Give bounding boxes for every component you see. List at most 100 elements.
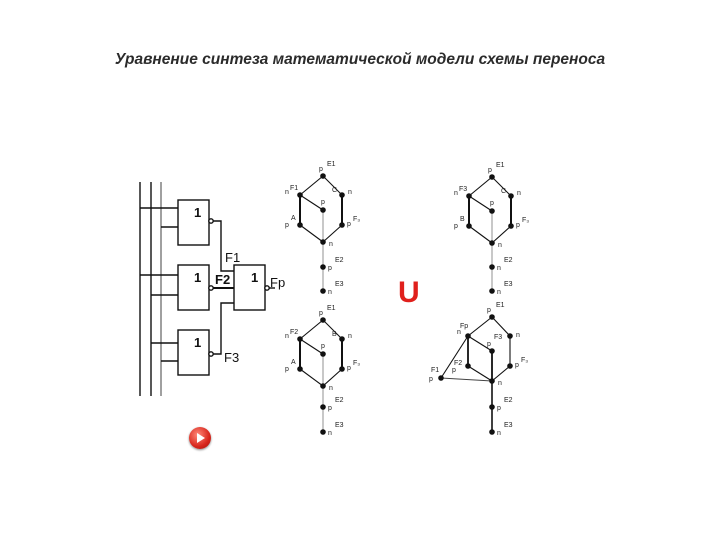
graph-edge [299,224,324,243]
graph-label: p [487,307,491,314]
graph-label: F2 [454,360,462,367]
graph-label: n [497,265,501,272]
graph-label: p [285,366,289,373]
graph-label: F₃ [353,216,360,223]
graph-node [507,363,513,369]
graph-label: p [515,362,519,369]
graph-label: B [332,331,337,338]
graph-label: E1 [327,305,336,312]
graph-edge [322,368,343,387]
graph-node [489,264,495,270]
graph-edge [440,335,469,379]
graph-edge [299,319,324,340]
graph-edge [491,225,512,244]
graph-node [465,363,471,369]
gate-label: 1 [194,205,201,220]
graph-label: n [497,430,501,437]
or-not-gate-output [233,264,266,311]
graph-node [339,366,345,372]
wire-f3 [213,302,234,355]
graph-label: p [429,376,433,383]
graph-label: p [497,405,501,412]
graph-node [320,207,326,213]
graph-edge [322,224,343,243]
graph-label: p [490,200,494,207]
graph-node [465,333,471,339]
logic-circuit [139,182,275,396]
graph-edge [322,175,343,196]
graph-node [507,333,513,339]
graph-label: E2 [335,257,344,264]
graph-node [489,174,495,180]
graph-label: p [452,367,456,374]
graph-label: Fp [460,323,468,330]
graph-label: n [516,332,520,339]
graph-node [489,348,495,354]
graph-label: p [488,167,492,174]
graph-node [297,336,303,342]
graph-node [339,222,345,228]
graph-edge [322,319,343,340]
graph-label: E3 [335,281,344,288]
graph-label: C [501,188,506,195]
graph-label: p [319,166,323,173]
graph-edge [491,365,511,382]
graph-label: p [321,343,325,350]
graph-edge [491,316,511,337]
graph-node [320,404,326,410]
graph-label: F3 [459,186,467,193]
graph-label: n [329,241,333,248]
graph-label: B [460,216,465,223]
graph-node [297,192,303,198]
graph-node [339,336,345,342]
graph-edge [468,195,493,212]
graph-label: n [348,333,352,340]
graph-label: F1 [290,185,298,192]
graph-label: n [498,242,502,249]
graph-label: n [328,289,332,296]
wire-f1 [213,220,234,272]
graph-node [489,404,495,410]
graph-label: p [347,365,351,372]
graph-node [297,222,303,228]
graph-node [508,223,514,229]
play-button[interactable] [189,427,211,449]
graph-label: E2 [504,397,513,404]
graph-node [489,378,495,384]
graph-label: A [291,215,296,222]
graph-label: F2 [290,329,298,336]
graph-node [489,429,495,435]
graph-edge [468,225,493,244]
gate-label: 1 [194,270,201,285]
graph-label: p [319,310,323,317]
signal-label-f1: F1 [225,250,240,265]
graph-label: E3 [504,422,513,429]
graph-label: n [329,385,333,392]
graph-label: p [321,199,325,206]
graph-label: F₃ [353,360,360,367]
graph-label: E2 [335,397,344,404]
graph-node [297,366,303,372]
graph-label: n [517,190,521,197]
graph-node [489,240,495,246]
graph-label: C [332,187,337,194]
graph-node [438,375,444,381]
graph-label: E3 [335,422,344,429]
graph-node [320,429,326,435]
graph-node [320,317,326,323]
graph-label: p [347,221,351,228]
graph-node [339,192,345,198]
gate-label: 1 [251,270,258,285]
graph-node [320,264,326,270]
graph-label: n [497,289,501,296]
graph-label: F₃ [521,357,528,364]
graph-label: A [291,359,296,366]
graph-label: E1 [327,161,336,168]
graph-node [320,173,326,179]
graph-node [320,288,326,294]
graph-edge [491,176,512,197]
graph-label: n [285,189,289,196]
graph-node [489,288,495,294]
graph-label: p [454,223,458,230]
